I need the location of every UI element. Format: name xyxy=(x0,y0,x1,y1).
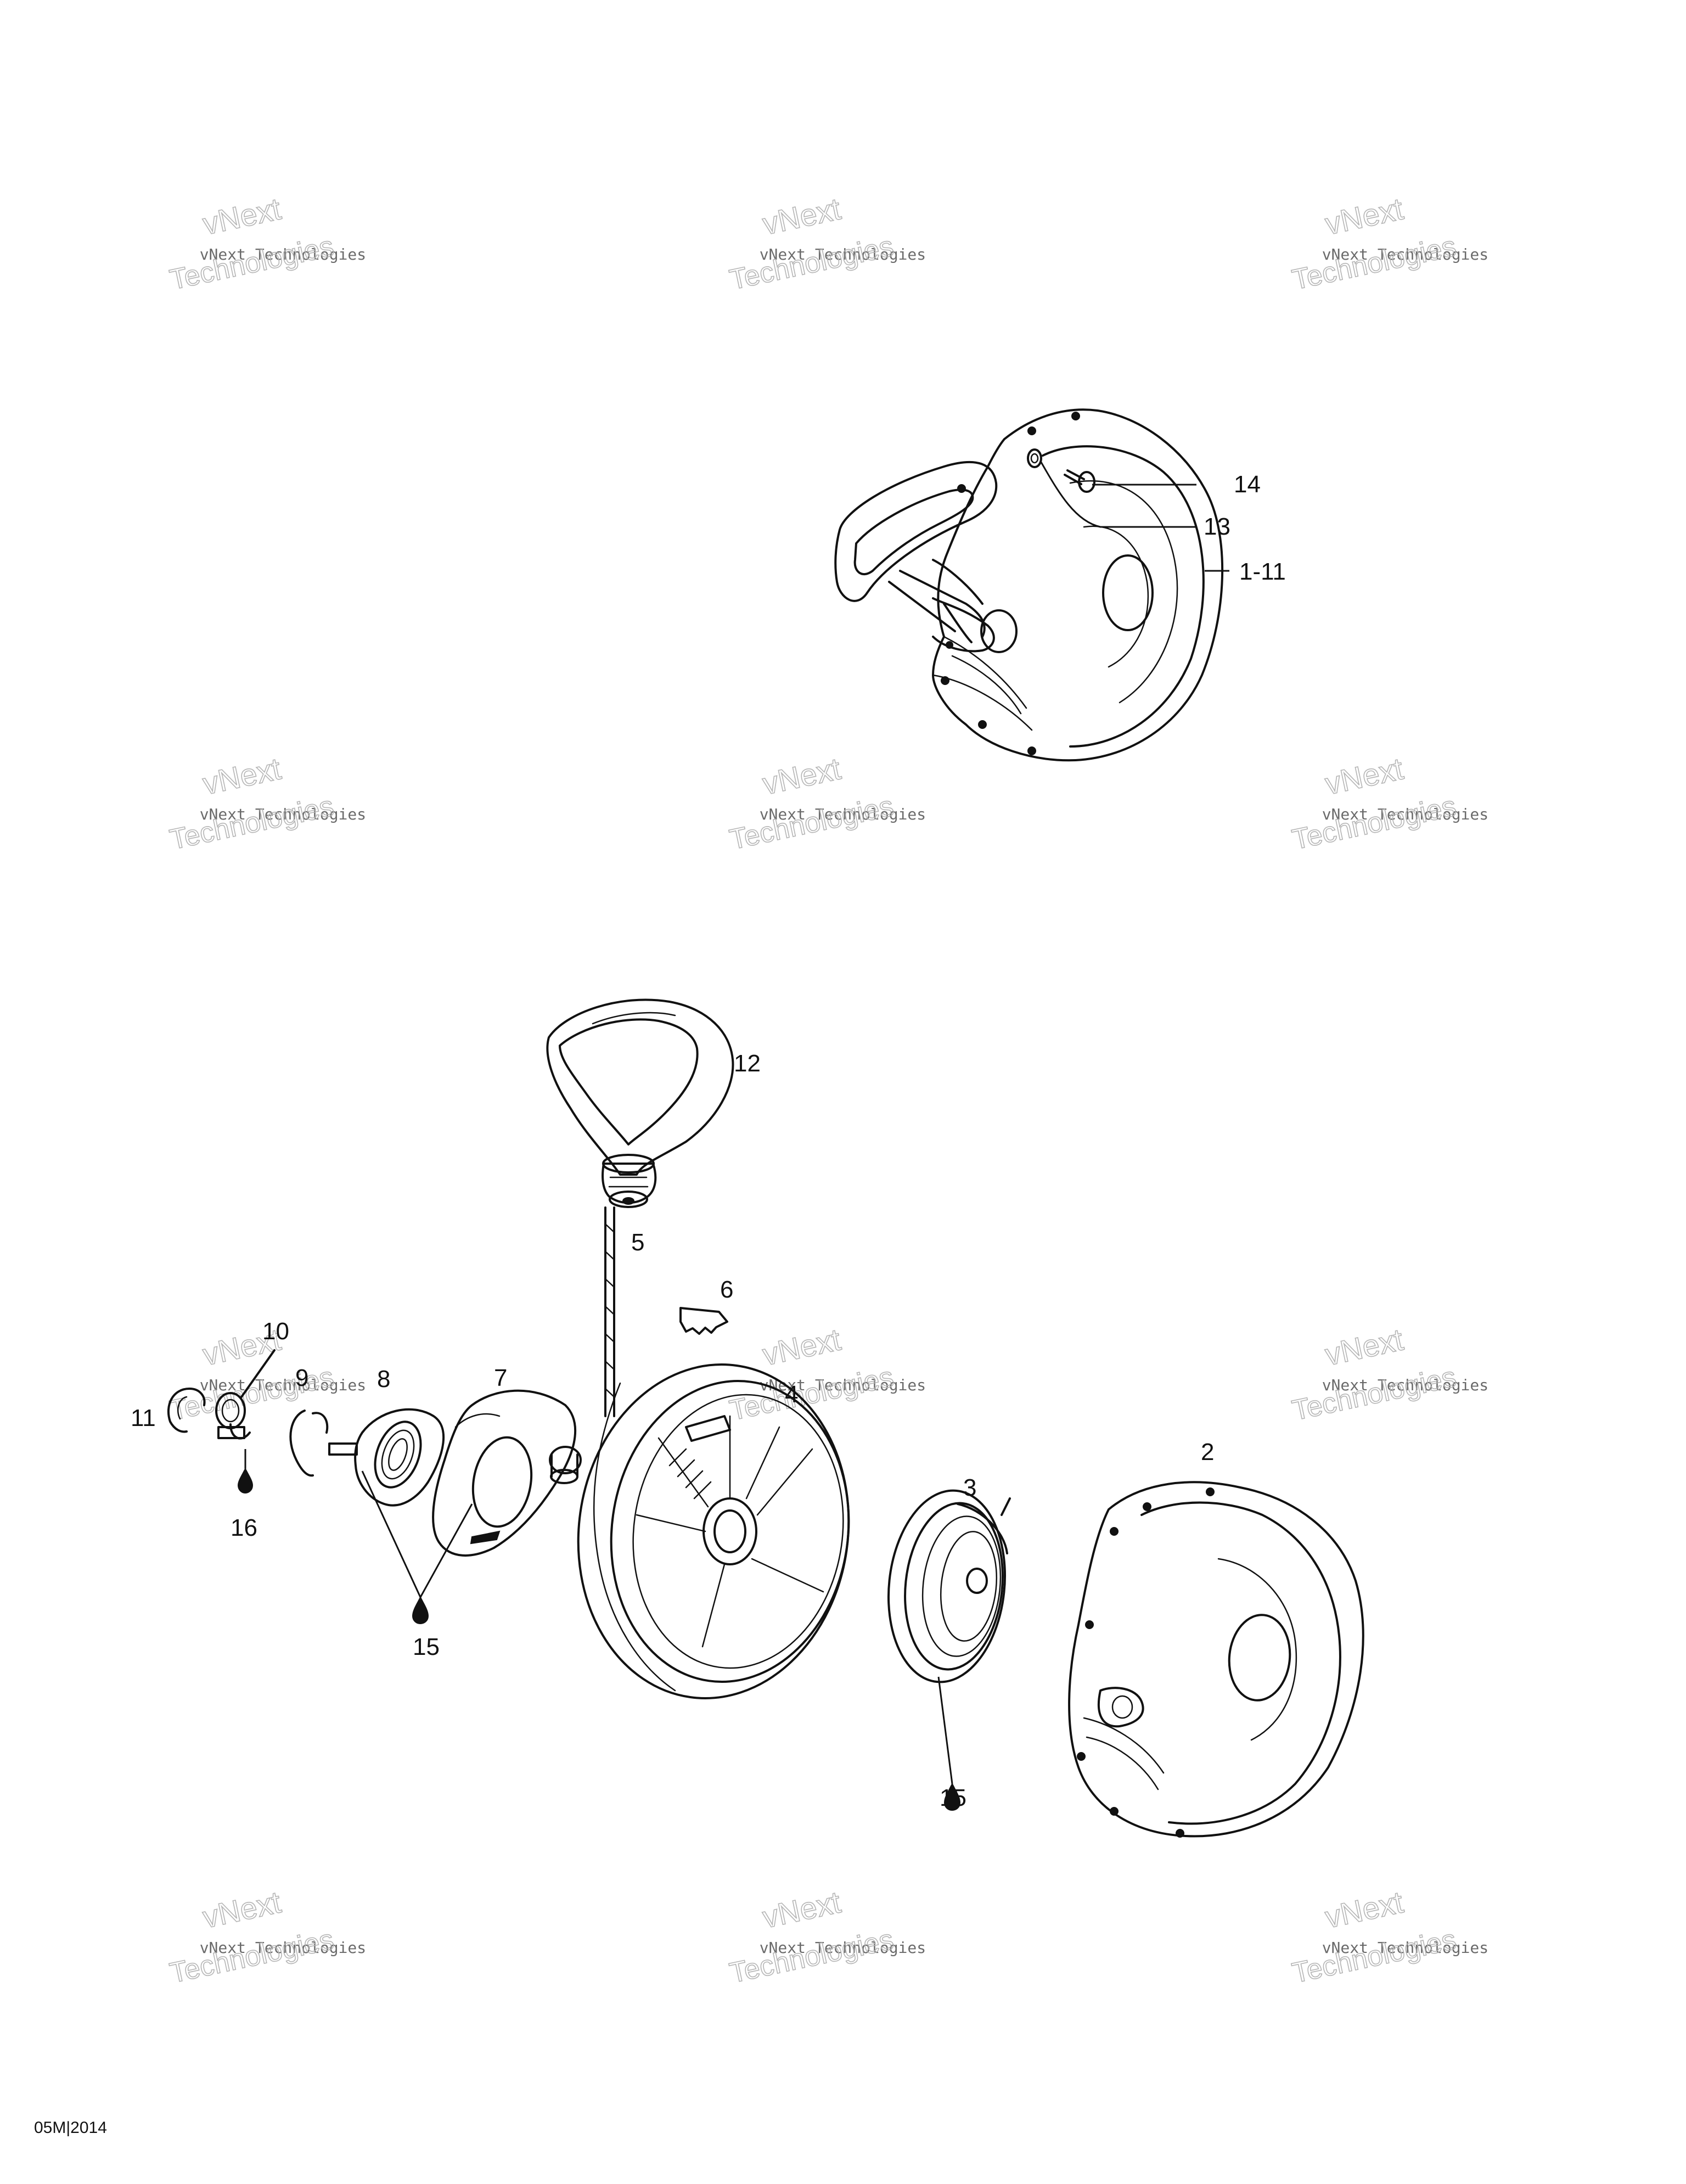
callout-8: 8 xyxy=(377,1366,390,1393)
watermark-line-2: vNext Technologies xyxy=(200,1376,366,1394)
watermark-line-1: vNext xyxy=(200,1884,284,1934)
watermark-line-3: Technologies xyxy=(1289,231,1459,296)
callout-6: 6 xyxy=(720,1276,733,1303)
callout-15-right: 15 xyxy=(940,1784,966,1811)
callout-10: 10 xyxy=(262,1318,289,1345)
watermark-line-3: Technologies xyxy=(727,231,896,296)
watermark-line-1: vNext xyxy=(760,1322,844,1372)
part-15-lubricant-left xyxy=(361,1470,473,1625)
callout-9: 9 xyxy=(295,1365,308,1391)
watermark-line-3: Technologies xyxy=(1289,1924,1459,1990)
watermark-line-1: vNext xyxy=(1322,751,1407,801)
part-7-cover xyxy=(432,1389,582,1557)
part-12-handle xyxy=(546,998,734,1208)
callout-4: 4 xyxy=(785,1381,798,1408)
watermark-line-3: Technologies xyxy=(727,790,896,856)
watermark-line-3: Technologies xyxy=(1289,790,1459,856)
watermark-line-2: vNext Technologies xyxy=(200,245,366,263)
watermark-line-1: vNext xyxy=(1322,1884,1407,1934)
assembled-rewind-starter xyxy=(834,408,1229,762)
part-6-pawl xyxy=(679,1307,728,1335)
watermark-line-3: Technologies xyxy=(167,1924,336,1990)
watermark-line-2: vNext Technologies xyxy=(200,805,366,823)
watermark-line-1: vNext xyxy=(760,1884,844,1934)
callout-1-11: 1-11 xyxy=(1239,558,1286,585)
part-10-hub xyxy=(215,1349,276,1440)
callout-2: 2 xyxy=(1201,1439,1214,1466)
watermark-line-3: Technologies xyxy=(167,790,336,856)
diagram-code: 05M|2014 xyxy=(34,2119,107,2137)
callout-11: 11 xyxy=(131,1405,156,1431)
watermark-line-2: vNext Technologies xyxy=(760,245,926,263)
watermark-line-2: vNext Technologies xyxy=(1322,805,1488,823)
callout-15-left: 15 xyxy=(413,1633,440,1660)
watermark-line-2: vNext Technologies xyxy=(1322,245,1488,263)
part-16-drop xyxy=(237,1449,254,1494)
part-5-rope xyxy=(604,1206,615,1417)
part-11-circlip xyxy=(167,1388,206,1433)
part-2-housing xyxy=(1068,1481,1364,1838)
callout-3: 3 xyxy=(963,1474,976,1501)
watermark-line-3: Technologies xyxy=(167,231,336,296)
watermark-line-1: vNext xyxy=(1322,191,1407,241)
part-3-recoil-spring xyxy=(887,1489,1011,1784)
watermark-line-1: vNext xyxy=(200,751,284,801)
watermark-line-3: Technologies xyxy=(167,1361,336,1427)
callout-14: 14 xyxy=(1234,471,1261,498)
watermark-line-1: vNext xyxy=(1322,1322,1407,1372)
callout-7: 7 xyxy=(494,1365,507,1391)
watermark-line-1: vNext xyxy=(760,191,844,241)
watermark-line-3: Technologies xyxy=(727,1924,896,1990)
callout-13: 13 xyxy=(1204,513,1230,540)
part-4-sheave xyxy=(577,1363,850,1699)
callout-16: 16 xyxy=(231,1514,257,1541)
callout-12: 12 xyxy=(734,1050,761,1077)
watermark-line-1: vNext xyxy=(760,751,844,801)
part-8-spring xyxy=(328,1408,445,1507)
part-9-clip xyxy=(289,1410,329,1477)
part-15-lubricant-right xyxy=(943,1782,961,1811)
watermark-line-2: vNext Technologies xyxy=(760,1939,926,1957)
watermark-line-3: Technologies xyxy=(1289,1361,1459,1427)
callout-5: 5 xyxy=(631,1229,644,1256)
watermark-line-1: vNext xyxy=(200,191,284,241)
watermark-line-2: vNext Technologies xyxy=(760,805,926,823)
watermark-line-2: vNext Technologies xyxy=(1322,1939,1488,1957)
watermark-line-2: vNext Technologies xyxy=(1322,1376,1488,1394)
watermark-line-2: vNext Technologies xyxy=(200,1939,366,1957)
